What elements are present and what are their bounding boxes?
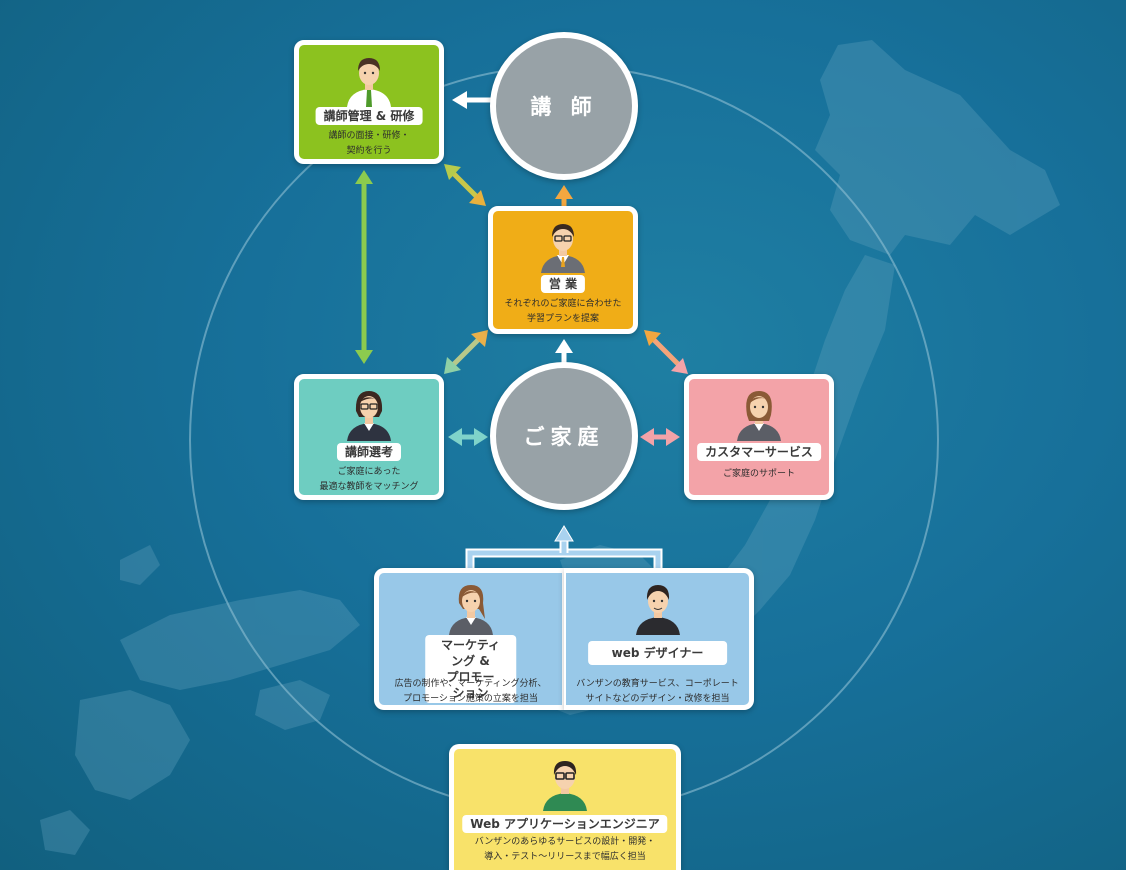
man-green-tie-icon <box>347 58 391 107</box>
role-description: それぞれのご家庭に合わせた 学習プランを提案 <box>504 299 622 324</box>
role-title: 営 業 <box>540 275 586 293</box>
man-green-glasses-icon <box>543 761 587 811</box>
role-description: 広告の制作や、マーケティング分析、 プロモーション施策の立案を担当 <box>394 679 547 704</box>
role-card-web-designer: web デザイナー バンザンの教育サービス、コーポレート サイトなどのデザイン・… <box>564 568 754 710</box>
arrow-mgmt-sales <box>444 164 486 206</box>
woman-ponytail-icon <box>448 585 493 635</box>
arrow-family-customer <box>640 428 680 446</box>
role-title: 講師選考 <box>336 443 402 461</box>
role-description: バンザンの教育サービス、コーポレート サイトなどのデザイン・改修を担当 <box>576 679 739 704</box>
role-card-teacher-mgmt: 講師管理 & 研修 講師の面接・研修・ 契約を行う <box>294 40 444 164</box>
arrow-teacher-to-mgmt <box>452 91 492 109</box>
hub-family: ご家庭 <box>490 362 638 510</box>
man-glasses-suit-icon <box>541 224 585 273</box>
hub-teacher: 講 師 <box>490 32 638 180</box>
role-title: web デザイナー <box>587 641 728 665</box>
arrow-mgmt-selection <box>355 170 373 364</box>
role-title: 講師管理 & 研修 <box>315 107 423 125</box>
role-title: Web アプリケーションエンジニア <box>462 815 668 833</box>
role-description: ご家庭にあった 最適な教師をマッチング <box>319 467 419 492</box>
role-card-sales: 営 業 それぞれのご家庭に合わせた 学習プランを提案 <box>488 206 638 334</box>
role-title: マーケティング & プロモーション <box>424 635 517 703</box>
arrow-selection-family <box>448 428 488 446</box>
role-description: ご家庭のサポート <box>722 469 795 479</box>
role-card-selection: 講師選考 ご家庭にあった 最適な教師をマッチング <box>294 374 444 500</box>
hub-teacher-label: 講 師 <box>530 95 598 119</box>
woman-glasses-icon <box>347 391 391 441</box>
role-description: バンザンのあらゆるサービスの設計・開発・ 導入・テスト〜リリースまで幅広く担当 <box>474 837 656 862</box>
role-title: カスタマーサービス <box>697 443 821 461</box>
arrow-web-team-to-family <box>465 525 663 578</box>
man-black-shirt-icon <box>635 585 680 635</box>
role-card-marketing: マーケティング & プロモーション 広告の制作や、マーケティング分析、 プロモー… <box>374 568 564 710</box>
arrow-selection-sales <box>444 330 488 374</box>
role-description: 講師の面接・研修・ 契約を行う <box>328 131 410 156</box>
woman-suit-icon <box>737 391 781 441</box>
arrow-sales-customer <box>644 330 688 374</box>
role-card-customer-service: カスタマーサービス ご家庭のサポート <box>684 374 834 500</box>
role-card-engineer: Web アプリケーションエンジニア バンザンのあらゆるサービスの設計・開発・ 導… <box>449 744 681 870</box>
hub-family-label: ご家庭 <box>523 425 605 449</box>
